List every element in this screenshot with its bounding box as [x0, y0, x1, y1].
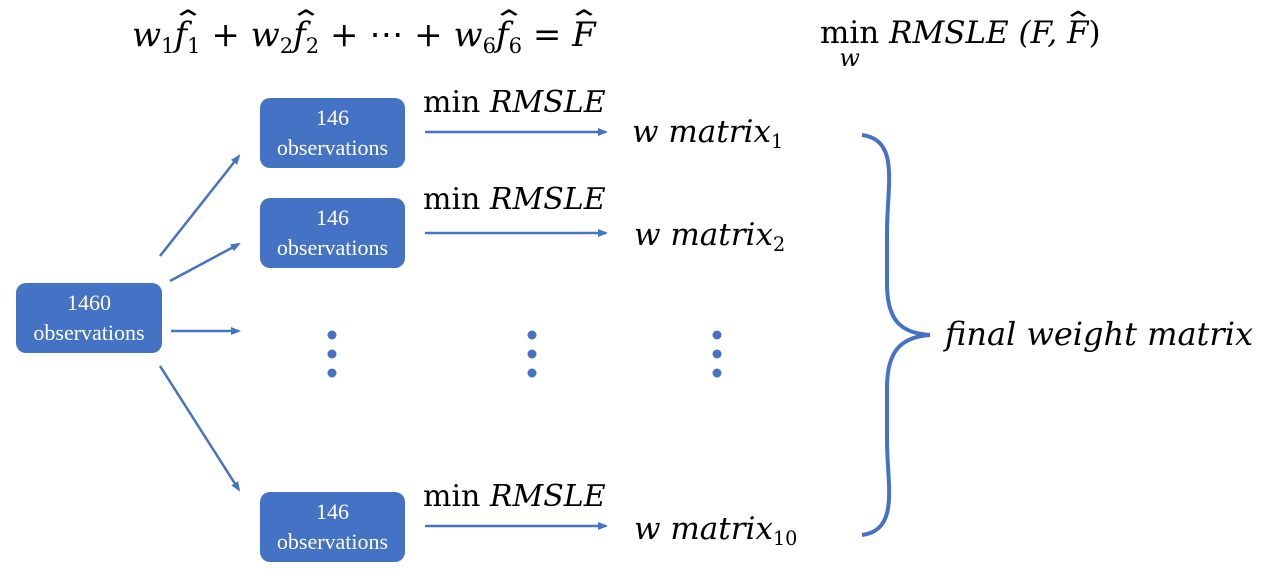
- close-paren: ): [1088, 15, 1101, 51]
- split-arrow-1: [159, 154, 241, 257]
- w-matrix-1: w matrix1: [632, 114, 784, 154]
- fold-unit: observations: [276, 235, 389, 260]
- equals-sign: =: [532, 15, 562, 55]
- min-subscript-w: w: [839, 44, 860, 72]
- ellipsis-dot: [527, 368, 537, 378]
- forecast-f6-hat: ⌃f6: [491, 4, 527, 58]
- min-rmsle-label-2: min RMSLE: [423, 182, 606, 217]
- ellipsis-dot: [527, 330, 537, 340]
- ellipsis-dot: [712, 330, 722, 340]
- fold-unit: observations: [276, 135, 389, 160]
- plus-sign: +: [211, 15, 240, 55]
- w-matrix-2: w matrix2: [634, 217, 786, 257]
- ellipsis-dot: [527, 349, 537, 359]
- ellipsis-dot: [327, 368, 337, 378]
- weight-w1: w1: [132, 15, 175, 58]
- ellipsis-dot: [327, 330, 337, 340]
- fold-count: 146: [316, 499, 349, 524]
- rmsle-label: RMSLE: [889, 15, 1009, 51]
- min-operator: min w: [820, 15, 880, 72]
- min-rmsle-label-10: min RMSLE: [423, 479, 606, 514]
- split-arrow-2: [169, 242, 241, 283]
- weight-w2: w2: [250, 15, 294, 58]
- forecast-f2-hat: ⌃f2: [289, 4, 324, 58]
- w-matrix-10: w matrix10: [634, 511, 798, 551]
- right-curly-brace: [861, 133, 931, 537]
- fold-count: 146: [316, 205, 349, 230]
- vertical-ellipsis-group: [327, 330, 722, 378]
- min-rmsle-label-1: min RMSLE: [423, 85, 606, 120]
- weight-w6: w6: [453, 15, 496, 58]
- ensemble-F-hat: ⌃F: [566, 4, 602, 55]
- source-box: 1460 observations: [16, 283, 162, 353]
- fold-box-2: 146 observations: [260, 198, 405, 268]
- ellipsis-dot: [327, 349, 337, 359]
- source-unit: observations: [33, 320, 145, 345]
- fold-box-1: 146 observations: [260, 98, 405, 168]
- ellipsis: ⋯: [369, 15, 404, 55]
- fold-box-10: 146 observations: [260, 492, 405, 562]
- final-weight-matrix-label: final weight matrix: [945, 315, 1253, 353]
- split-arrow-10: [158, 365, 241, 492]
- forecast-f1-hat: ⌃f1: [170, 4, 205, 58]
- fold-unit: observations: [276, 529, 389, 554]
- ellipsis-dot: [712, 368, 722, 378]
- objective-F-hat: ⌃F: [1062, 6, 1094, 51]
- ellipsis-dot: [712, 349, 722, 359]
- source-count: 1460: [67, 290, 111, 315]
- objective-args: (F,: [1018, 15, 1068, 51]
- fold-count: 146: [316, 105, 349, 130]
- plus-sign: +: [330, 15, 359, 55]
- ensemble-equation: w1⌃f1 + w2⌃f2 + ⋯ + w6⌃f6 = ⌃F: [132, 4, 602, 58]
- objective-formula: min w RMSLE (F, ⌃F): [820, 6, 1101, 72]
- plus-sign: +: [414, 15, 443, 55]
